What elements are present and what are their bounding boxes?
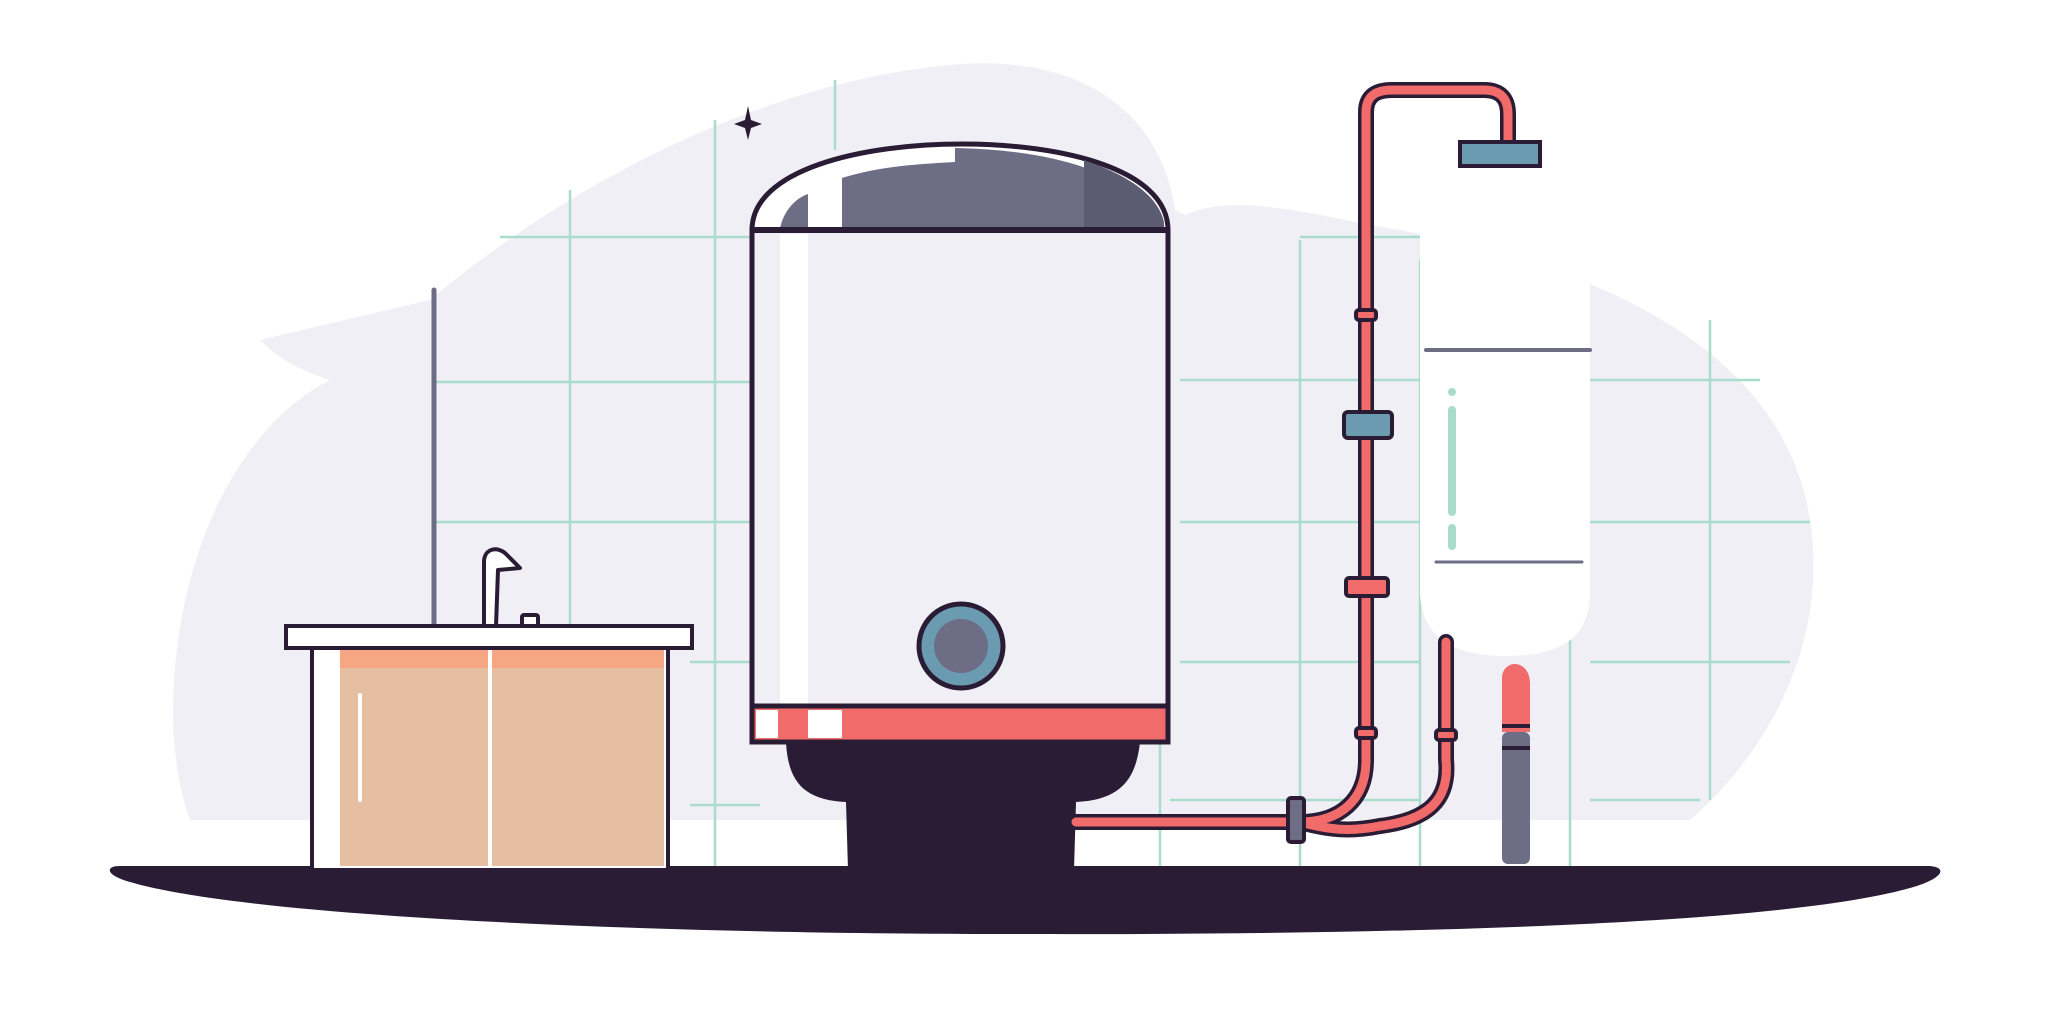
standing-pipe bbox=[1502, 664, 1530, 864]
floor bbox=[109, 866, 1941, 935]
pipe-fittings bbox=[1286, 308, 1458, 844]
temperature-gauge-icon bbox=[916, 601, 1006, 691]
sparkle-star-icon bbox=[734, 106, 762, 140]
sink-faucet-icon bbox=[482, 547, 540, 628]
water-heater-tank-icon bbox=[749, 141, 1171, 870]
shower-head-icon bbox=[1458, 140, 1542, 168]
hot-water-pipe-icon bbox=[1068, 82, 1516, 838]
shower-curtain-icon bbox=[1420, 222, 1592, 656]
sink-cabinet-icon bbox=[284, 624, 694, 872]
